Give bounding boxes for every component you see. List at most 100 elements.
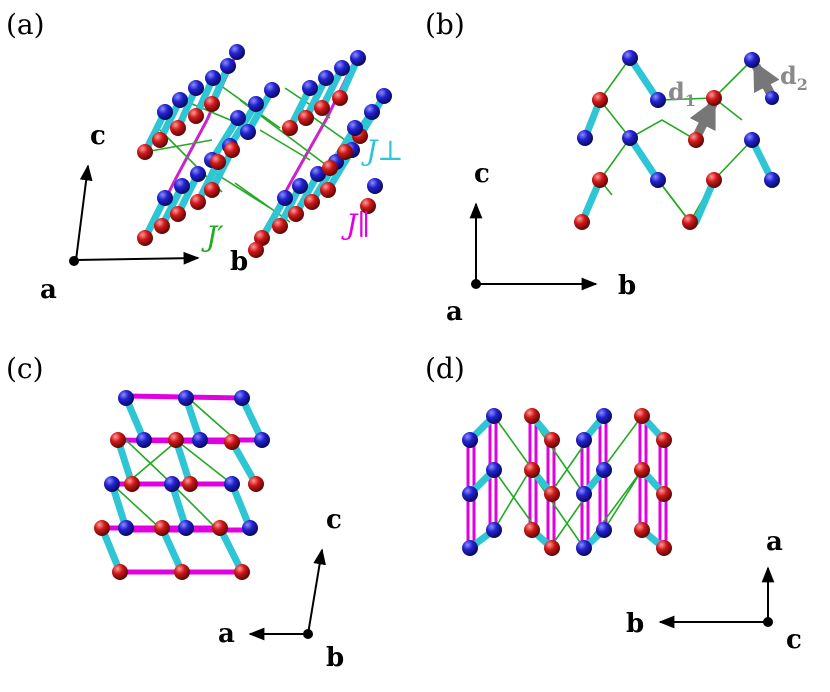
atom	[277, 190, 293, 206]
panel-c-label: (c)	[6, 352, 44, 385]
atom	[486, 462, 502, 478]
atom	[157, 190, 173, 206]
atom	[118, 390, 134, 406]
axis-a-label: a	[766, 527, 783, 557]
vector-d1-arrow	[689, 98, 718, 141]
atom	[524, 408, 540, 424]
axis-c-origin	[763, 617, 773, 627]
atom	[137, 230, 153, 246]
atom	[622, 50, 638, 66]
atom	[157, 104, 173, 120]
axis-c-label: c	[474, 159, 490, 189]
atom	[332, 90, 348, 106]
atom	[744, 52, 760, 68]
atom	[656, 540, 672, 556]
panel-a-axes: c a b	[40, 121, 248, 305]
atom	[154, 218, 170, 234]
atom	[170, 120, 186, 136]
panel-b-axes: c a b	[446, 159, 636, 327]
atom	[204, 182, 220, 198]
atom	[164, 476, 180, 492]
atom	[688, 132, 704, 148]
atom	[337, 144, 353, 160]
atom	[656, 486, 672, 502]
atom	[110, 432, 126, 448]
atom	[650, 92, 666, 108]
atom	[292, 178, 308, 194]
atom	[224, 142, 240, 158]
panel-a-label: (a)	[6, 8, 45, 41]
atom	[622, 130, 638, 146]
atom	[248, 476, 264, 492]
axis-b-label: b	[626, 609, 644, 639]
atom	[254, 230, 270, 246]
atom	[576, 540, 592, 556]
atom	[220, 58, 236, 74]
axis-c-label: c	[786, 625, 802, 655]
atom	[264, 82, 280, 98]
atom	[706, 172, 722, 188]
panel-c-axes: c a b	[218, 505, 344, 673]
panel-a-coupling-labels: J⊥ J∥ J′	[201, 134, 404, 253]
panel-c: (c)	[6, 352, 344, 673]
atom	[576, 486, 592, 502]
atom	[242, 520, 258, 536]
atom	[656, 432, 672, 448]
atom	[118, 520, 134, 536]
panel-b: (b)	[425, 8, 808, 327]
axis-b-arrow	[75, 251, 200, 265]
atom	[168, 432, 184, 448]
atom	[288, 206, 304, 222]
atom	[322, 160, 338, 176]
atom	[112, 564, 128, 580]
atom	[334, 60, 350, 76]
atom	[204, 96, 220, 112]
svg-text:d1: d1	[668, 77, 696, 110]
atom	[174, 564, 190, 580]
panel-b-label: (b)	[425, 8, 465, 41]
atom	[524, 522, 540, 538]
atom	[302, 80, 318, 96]
atom	[544, 540, 560, 556]
atom	[744, 132, 760, 148]
atom	[360, 198, 376, 214]
axis-b-origin	[303, 629, 313, 639]
axis-a-label: a	[446, 297, 463, 327]
coupling-j-prime-label: J′	[201, 220, 224, 253]
atom	[178, 520, 194, 536]
axis-c-label: c	[326, 505, 342, 535]
atom	[210, 154, 226, 170]
atom	[682, 214, 698, 230]
atom	[254, 432, 270, 448]
atom	[486, 522, 502, 538]
atom	[248, 96, 264, 112]
atom	[350, 50, 366, 66]
atom	[310, 166, 326, 182]
atom	[577, 130, 593, 146]
atom	[592, 172, 608, 188]
atom	[212, 520, 228, 536]
atom	[298, 110, 314, 126]
axis-a-label: a	[218, 619, 235, 649]
atom	[172, 92, 188, 108]
atom	[596, 522, 612, 538]
atom	[248, 242, 264, 258]
atom	[706, 90, 722, 106]
atom	[462, 432, 478, 448]
atom	[188, 80, 204, 96]
atom	[524, 462, 540, 478]
atom	[634, 522, 650, 538]
vector-d1-letter: d	[668, 77, 685, 106]
coupling-j-par-label: J∥	[341, 208, 370, 241]
atom	[634, 408, 650, 424]
axis-a-label: a	[40, 275, 57, 305]
atom	[596, 462, 612, 478]
axis-c-label: c	[90, 121, 106, 151]
axis-c-arrow	[307, 548, 326, 635]
atom	[240, 124, 256, 140]
panel-b-atoms	[574, 50, 780, 230]
atom	[376, 88, 392, 104]
axis-a-origin	[471, 279, 481, 289]
svg-text:d2: d2	[780, 61, 808, 94]
